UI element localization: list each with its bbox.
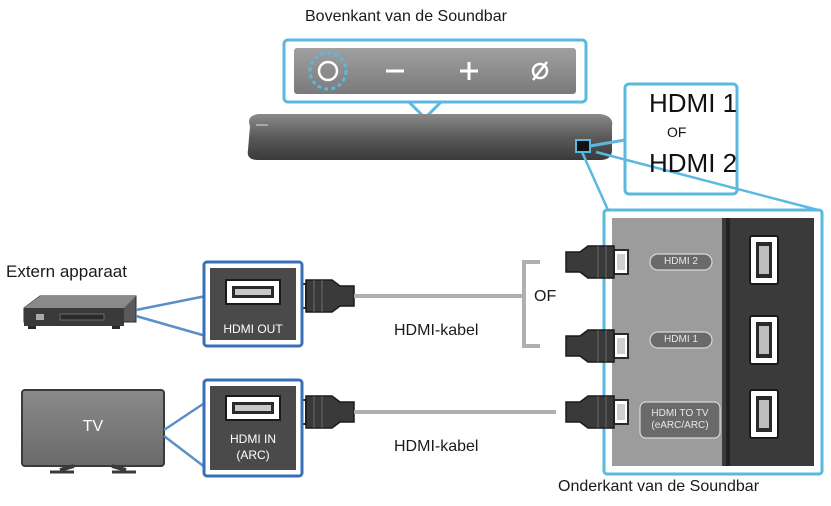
tv-icon: [21, 389, 165, 474]
callout-hdmi1: HDMI 1: [649, 88, 738, 118]
tv-label: TV: [82, 418, 104, 435]
panel-port-hdmi2: [749, 235, 779, 285]
cable-label-1: HDMI-kabel: [394, 322, 479, 339]
port-hdmi-to-tv-label: HDMI TO TV: [651, 408, 709, 419]
hdmi-out-label: HDMI OUT: [223, 322, 283, 336]
panel-port-hdmi1: [749, 315, 779, 365]
external-device-label: Extern apparaat: [6, 262, 127, 281]
or-label: OF: [534, 288, 557, 305]
port-hdmi2-label: HDMI 2: [664, 256, 698, 267]
hdmi-in-arc-label: (ARC): [236, 448, 270, 462]
panel-port-hdmi-to-tv: [749, 389, 779, 439]
hdmi-in-label: HDMI IN: [230, 432, 276, 446]
plug-hdmi1: [565, 329, 629, 363]
power-icon: [317, 60, 339, 82]
port-hdmi2-pill: [649, 253, 713, 271]
top-panel: [294, 48, 576, 94]
external-device-icon: [23, 295, 137, 329]
port-hdmi1-pill: [649, 331, 713, 349]
cable-label-2: HDMI-kabel: [394, 438, 479, 455]
soundbar-hdmi-port-marker: [575, 139, 591, 153]
port-earc-label: (eARC/ARC): [651, 420, 709, 431]
power-button-highlight: [308, 51, 348, 91]
bottom-title: Onderkant van de Soundbar: [558, 478, 760, 495]
plug-hdmi-to-tv: [565, 395, 629, 429]
port-hdmi-to-tv-pill: [639, 401, 721, 439]
mic-off-icon: [531, 61, 549, 81]
soundbar-body: [247, 114, 613, 160]
callout-hdmi2: HDMI 2: [649, 148, 738, 178]
port-hdmi1-label: HDMI 1: [664, 334, 698, 345]
plug-hdmi2: [565, 245, 629, 279]
callout-or: OF: [667, 124, 687, 140]
top-title: Bovenkant van de Soundbar: [305, 8, 507, 25]
